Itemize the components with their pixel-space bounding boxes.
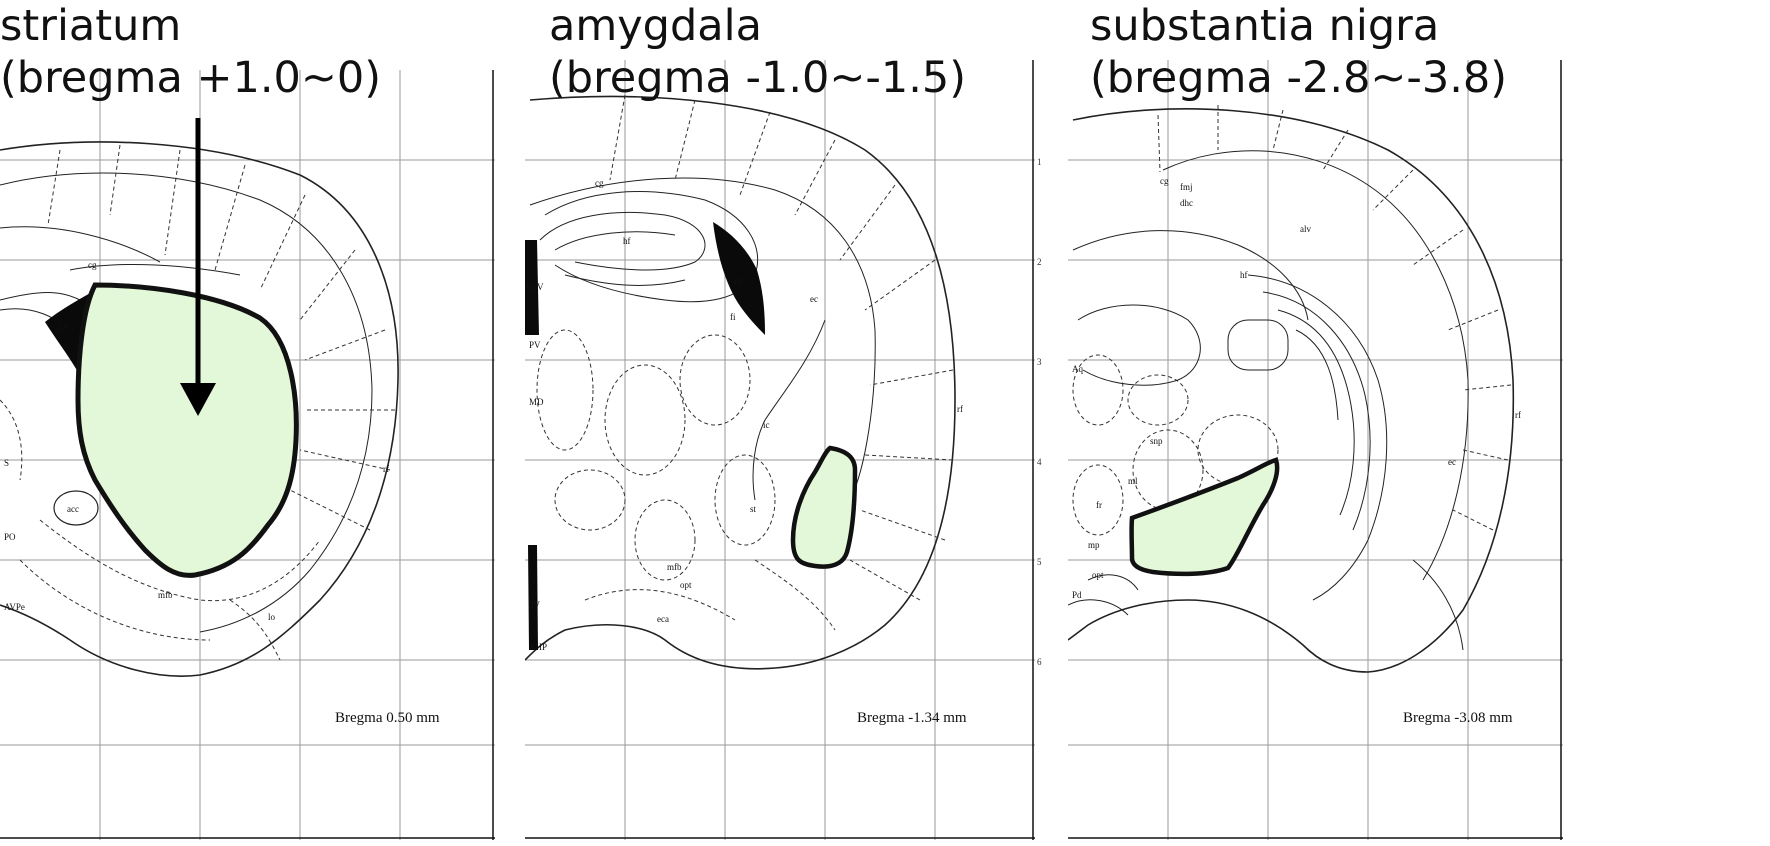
injection-arrow-head bbox=[180, 383, 216, 416]
label-fmj: fmj bbox=[1180, 182, 1193, 192]
bregma-label: Bregma 0.50 mm bbox=[335, 710, 440, 726]
bregma-label: Bregma -1.34 mm bbox=[857, 710, 967, 726]
bregma-label: Bregma -3.08 mm bbox=[1403, 710, 1513, 726]
label-ec: ec bbox=[810, 294, 818, 304]
panel-substantia-nigra: cg fmj dhc hf alv ec rf ml snp Aq opt fr… bbox=[1068, 0, 1770, 846]
label-ic: ic bbox=[763, 420, 770, 430]
label-aq: Aq bbox=[1072, 364, 1083, 374]
label-fi: fi bbox=[730, 312, 736, 322]
striatum-highlight bbox=[75, 282, 299, 578]
label-cg: cg bbox=[88, 260, 97, 270]
atlas-grid bbox=[1068, 60, 1563, 840]
panel-striatum: LV cg acc mfb rf lo PO AVPe S striatum (… bbox=[0, 0, 510, 846]
amygdala-highlight bbox=[790, 445, 858, 569]
panel-title-substantia-nigra: substantia nigra (bregma -2.8~-3.8) bbox=[1090, 0, 1507, 104]
depth-ticks: 1 2 3 4 5 6 bbox=[1037, 157, 1042, 667]
label-ml: ml bbox=[1128, 476, 1138, 486]
cortex-divisions bbox=[1072, 105, 1512, 536]
label-acc: acc bbox=[67, 504, 79, 514]
label-lv: LV bbox=[58, 322, 70, 332]
label-cg: cg bbox=[1160, 176, 1169, 186]
label-rf: rf bbox=[957, 404, 963, 414]
anterior-commissure bbox=[53, 490, 99, 526]
title-line-1: substantia nigra bbox=[1090, 1, 1440, 51]
panel-title-amygdala: amygdala (bregma -1.0~-1.5) bbox=[549, 0, 966, 104]
label-rf: rf bbox=[383, 464, 389, 474]
hippocampus bbox=[539, 211, 706, 286]
tick-2: 2 bbox=[1037, 257, 1042, 267]
label-st: st bbox=[750, 504, 757, 514]
tick-5: 5 bbox=[1037, 557, 1042, 567]
tick-1: 1 bbox=[1037, 157, 1042, 167]
label-s: S bbox=[4, 458, 9, 468]
label-avpe: AVPe bbox=[4, 602, 25, 612]
label-mfb: mfb bbox=[158, 590, 173, 600]
title-line-2: (bregma +1.0~0) bbox=[0, 53, 382, 103]
tick-4: 4 bbox=[1037, 457, 1042, 467]
brain-outline bbox=[525, 95, 956, 670]
lateral-ventricle bbox=[713, 222, 765, 335]
substantia-nigra-atlas-section: cg fmj dhc hf alv ec rf ml snp Aq opt fr… bbox=[1068, 60, 1563, 840]
label-ahp: AHP bbox=[529, 642, 547, 652]
tick-6: 6 bbox=[1037, 657, 1042, 667]
label-ec: ec bbox=[1448, 457, 1456, 467]
label-lo: lo bbox=[268, 612, 276, 622]
third-ventricle bbox=[528, 545, 538, 650]
label-lv: LV bbox=[733, 277, 745, 287]
brain-outline bbox=[0, 141, 399, 677]
striatum-atlas-section: LV cg acc mfb rf lo PO AVPe S bbox=[0, 70, 495, 840]
atlas-grid bbox=[525, 60, 1035, 840]
label-alv: alv bbox=[1300, 224, 1311, 234]
label-fr: fr bbox=[1096, 500, 1102, 510]
label-dhc: dhc bbox=[1180, 198, 1193, 208]
cortex-divisions bbox=[0, 144, 395, 661]
substantia-nigra-highlight bbox=[1129, 457, 1280, 577]
title-line-1: amygdala bbox=[549, 1, 762, 51]
label-rf: rf bbox=[1515, 410, 1521, 420]
label-mp: mp bbox=[1088, 540, 1100, 550]
cortex-divisions bbox=[536, 94, 954, 631]
label-hf: hf bbox=[1240, 270, 1248, 280]
label-d3v: D3V bbox=[526, 282, 544, 292]
brain-outline bbox=[1068, 108, 1515, 673]
label-opt: opt bbox=[1092, 570, 1104, 580]
label-pv: PV bbox=[529, 340, 541, 350]
title-line-2: (bregma -1.0~-1.5) bbox=[549, 53, 967, 103]
label-snp: snp bbox=[1150, 436, 1163, 446]
panel-amygdala: 1 2 3 4 5 6 bbox=[525, 0, 1050, 846]
label-hf: hf bbox=[623, 236, 631, 246]
label-po: PO bbox=[4, 532, 16, 542]
dorsal-third-ventricle bbox=[525, 240, 539, 335]
label-3v: 3V bbox=[529, 600, 541, 610]
label-eca: eca bbox=[657, 614, 669, 624]
label-mfb: mfb bbox=[667, 562, 682, 572]
amygdala-atlas-section: 1 2 3 4 5 6 bbox=[525, 60, 1042, 840]
label-pd: Pd bbox=[1072, 590, 1082, 600]
lateral-ventricle bbox=[45, 292, 92, 372]
panel-title-striatum: striatum (bregma +1.0~0) bbox=[0, 0, 381, 104]
label-md: MD bbox=[529, 397, 544, 407]
title-line-2: (bregma -2.8~-3.8) bbox=[1090, 53, 1508, 103]
tick-3: 3 bbox=[1037, 357, 1042, 367]
thalamic-nuclei bbox=[1068, 304, 1289, 616]
title-line-1: striatum bbox=[0, 1, 182, 51]
label-opt: opt bbox=[680, 580, 692, 590]
label-cg: cg bbox=[595, 178, 604, 188]
